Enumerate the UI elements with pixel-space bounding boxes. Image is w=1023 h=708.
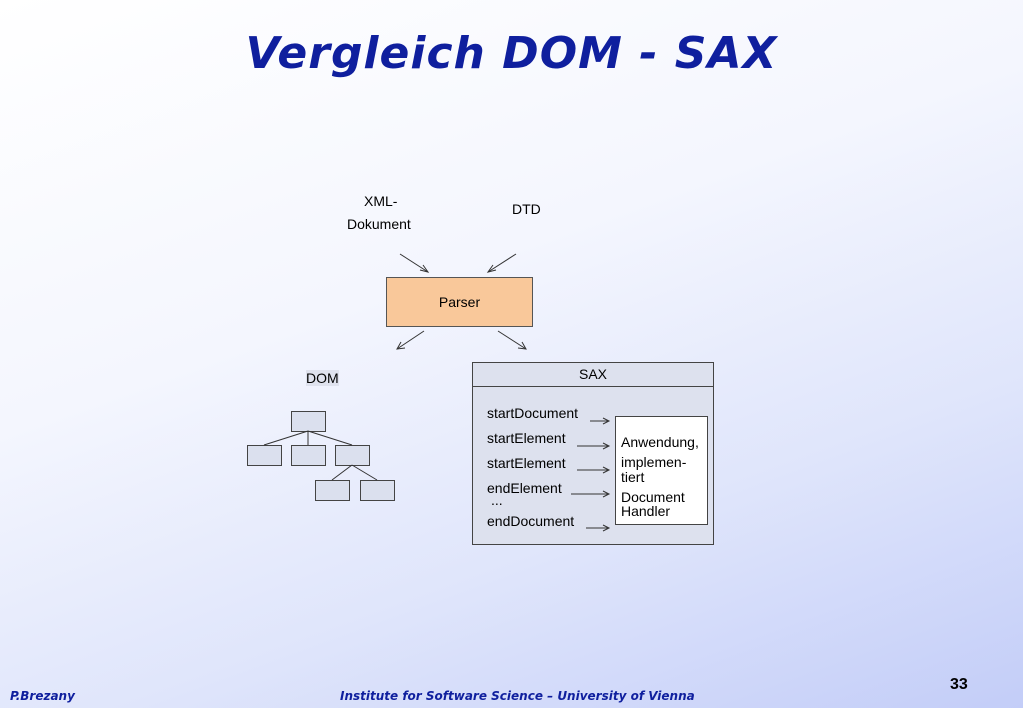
dom-label: DOM	[306, 370, 339, 386]
dom-tree-node	[291, 445, 326, 466]
arrow-parser-to-sax	[497, 330, 527, 350]
dom-tree-node	[360, 480, 395, 501]
application-line: Anwendung,	[621, 434, 699, 450]
application-line: tiert	[621, 469, 645, 485]
sax-event: startElement	[487, 430, 566, 446]
sax-event-arrows	[571, 417, 611, 532]
footer-institute: Institute for Software Science – Univers…	[340, 689, 695, 703]
sax-box: SAX startDocument startElement startElem…	[472, 362, 714, 545]
dom-tree-node	[315, 480, 350, 501]
sax-title: SAX	[473, 363, 713, 387]
application-line: Handler	[621, 503, 671, 519]
sax-event: startDocument	[487, 405, 579, 421]
dtd-label: DTD	[512, 201, 541, 217]
slide-title: Vergleich DOM - SAX	[245, 28, 778, 79]
application-line: Document	[621, 489, 685, 505]
arrow-xml-to-parser	[399, 253, 429, 273]
footer-author: P.Brezany	[10, 689, 75, 703]
xml-document-label-line2: Dokument	[347, 216, 411, 232]
arrow-parser-to-dom	[396, 330, 425, 350]
page-number: 33	[950, 676, 968, 693]
application-line: implemen-	[621, 454, 687, 470]
document-handler-box: Anwendung, implemen- tiert Document Hand…	[615, 416, 708, 525]
sax-event: endElement	[487, 480, 562, 496]
sax-event-ellipsis: ...	[491, 492, 503, 508]
parser-box: Parser	[386, 277, 533, 327]
dom-tree-node	[247, 445, 282, 466]
xml-document-label-line1: XML-	[364, 193, 398, 209]
sax-event: startElement	[487, 455, 566, 471]
parser-label: Parser	[438, 294, 481, 310]
sax-event: endDocument	[487, 513, 575, 529]
arrow-dtd-to-parser	[487, 253, 517, 273]
